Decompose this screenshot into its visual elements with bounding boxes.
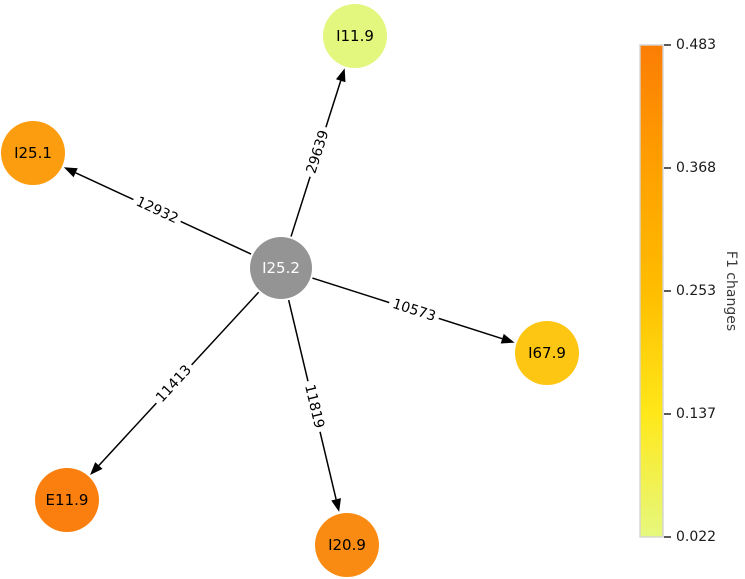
colorbar-tick-label: 0.483 [676, 37, 716, 53]
edge-label: 11413 [153, 362, 195, 406]
node-label: I67.9 [528, 344, 566, 362]
colorbar-gradient [639, 44, 664, 538]
edge-label-group: 10573 [386, 293, 442, 328]
colorbar-tick-label: 0.368 [676, 160, 716, 176]
edge-arrowhead-icon [90, 462, 103, 476]
graph-node-I25.1 [1, 121, 65, 185]
edge-label-group: 11819 [298, 378, 330, 435]
edge-label-bg [149, 358, 199, 410]
node-label: I25.1 [14, 144, 52, 162]
edge-label: 12932 [133, 194, 180, 227]
graph-node-E11.9 [35, 468, 99, 532]
node-label: E11.9 [46, 491, 89, 509]
edge-arrowhead-icon [335, 68, 346, 83]
edge-label-bg [298, 378, 330, 435]
graph-node-I20.9 [315, 513, 379, 577]
node-label: I20.9 [328, 536, 366, 554]
edge-label-group: 12932 [129, 190, 185, 231]
graph-node-I11.9 [323, 4, 387, 68]
edge-arrowhead-icon [331, 498, 341, 512]
edge-arrowhead-icon [63, 167, 78, 178]
edge-label-bg [386, 293, 442, 328]
graph-node-I25.2 [250, 237, 312, 299]
node-label: I11.9 [336, 27, 374, 45]
edge-label-bg [129, 190, 185, 231]
colorbar-title: F1 changes [723, 251, 739, 331]
edge-label-group: 11413 [149, 358, 199, 410]
colorbar-tick-label: 0.253 [676, 283, 716, 299]
edge-arrowhead-icon [500, 333, 515, 344]
node-label: I25.2 [262, 259, 300, 277]
edge-label-group: 29639 [300, 124, 336, 180]
edge-label-bg [300, 124, 336, 180]
graph-node-I67.9 [515, 321, 579, 385]
colorbar-tick-label: 0.022 [676, 529, 716, 545]
colorbar-layer: 0.483 0.368 0.253 0.137 0.022 F1 changes [639, 37, 739, 545]
colorbar-tick-label: 0.137 [676, 406, 716, 422]
